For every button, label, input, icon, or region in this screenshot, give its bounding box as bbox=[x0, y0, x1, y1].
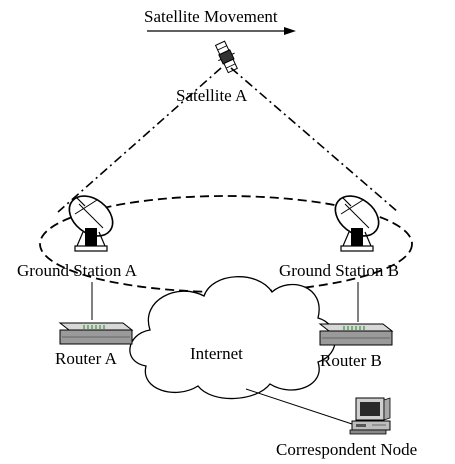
router-a-label: Router A bbox=[55, 349, 117, 368]
router-b-label: Router B bbox=[320, 351, 382, 370]
satellite-icon bbox=[214, 40, 238, 74]
internet-cloud-icon bbox=[129, 276, 336, 400]
router-a-icon bbox=[58, 322, 134, 345]
internet-label: Internet bbox=[190, 344, 243, 363]
link-satellite-to-ground-b bbox=[230, 67, 399, 213]
ground-station-b-label: Ground Station B bbox=[279, 261, 399, 280]
correspondent-node-label: Correspondent Node bbox=[276, 440, 418, 459]
ground-station-a-label: Ground Station A bbox=[17, 261, 137, 280]
link-internet-to-correspondent-node bbox=[245, 388, 353, 425]
link-satellite-to-ground-a bbox=[57, 67, 222, 213]
satellite-movement-arrow bbox=[147, 27, 296, 35]
satellite-a-label: Satellite A bbox=[176, 86, 248, 105]
ground-station-b-dish-icon bbox=[334, 195, 380, 252]
router-b-icon bbox=[318, 323, 394, 346]
ground-station-a-dish-icon bbox=[68, 195, 114, 252]
computer-icon bbox=[349, 397, 391, 435]
satellite-movement-label: Satellite Movement bbox=[144, 7, 278, 26]
